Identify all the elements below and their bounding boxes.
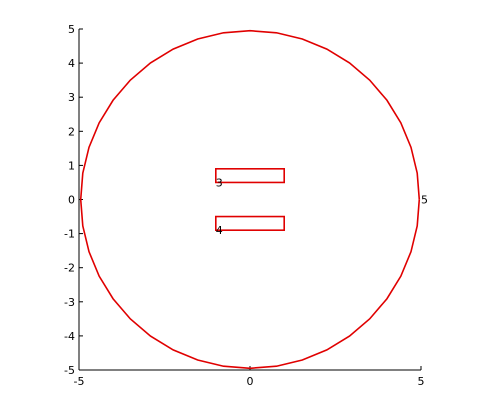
shape-label: 5 — [421, 194, 428, 207]
y-tick-label: 1 — [68, 159, 75, 172]
shape-label: 4 — [216, 224, 223, 237]
y-tick-label: -4 — [64, 330, 75, 343]
y-tick-label: 0 — [68, 194, 75, 207]
x-tick-label: 0 — [247, 375, 254, 388]
x-tick-label: 5 — [418, 375, 425, 388]
x-tick-label: -5 — [74, 375, 85, 388]
y-tick-label: 3 — [68, 91, 75, 104]
data-layer — [79, 29, 421, 370]
y-tick-label: -3 — [64, 296, 75, 309]
shape-label: 3 — [216, 176, 223, 189]
circle-outline — [79, 29, 421, 370]
rectangle-outline — [215, 215, 286, 231]
y-tick-label: 5 — [68, 23, 75, 36]
y-tick-label: -5 — [64, 364, 75, 377]
axes-layer: 5 4 3 2 1 0 -1 -2 -3 -4 -5-5 0 5 — [64, 23, 424, 388]
rectangle-outline — [215, 168, 286, 184]
y-tick-label: 4 — [68, 57, 75, 70]
y-tick-label: -1 — [64, 228, 75, 241]
labels-layer: 5 3 4 — [216, 176, 428, 237]
y-tick-label: -2 — [64, 262, 75, 275]
y-tick-label: 2 — [68, 125, 75, 138]
